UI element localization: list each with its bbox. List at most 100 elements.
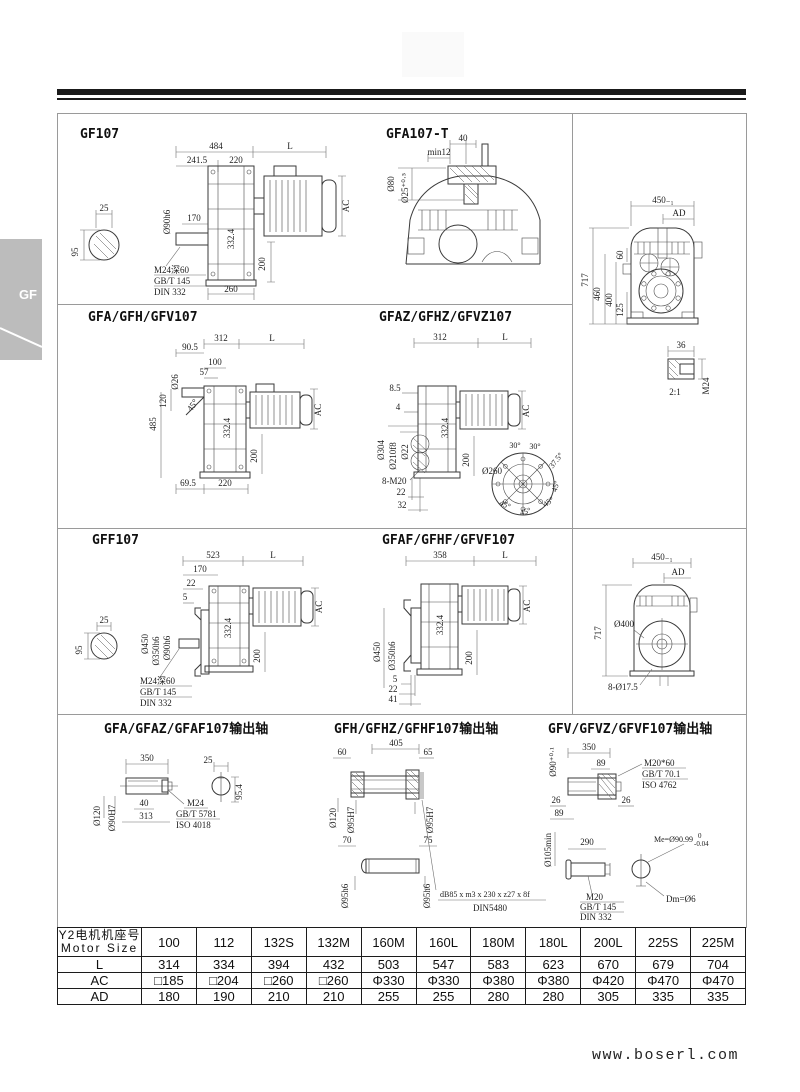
svg-text:Ø120: Ø120 <box>328 808 338 828</box>
spline-spec: dB85 x m3 x 230 x z27 x 8f <box>440 890 530 899</box>
svg-text:22: 22 <box>397 487 406 497</box>
svg-text:Ø95h6: Ø95h6 <box>340 883 350 908</box>
svg-text:DIN 332: DIN 332 <box>154 287 186 297</box>
panel-title: GFA/GFAZ/GFAF107输出轴 <box>104 721 268 737</box>
svg-text:260: 260 <box>224 284 238 294</box>
svg-text:25: 25 <box>204 755 214 765</box>
svg-text:200: 200 <box>464 651 474 665</box>
svg-text:200: 200 <box>257 257 267 271</box>
panel-title: GF107 <box>80 127 119 142</box>
ball-diameter: Dm=Ø6 <box>666 894 696 904</box>
svg-text:8.5: 8.5 <box>389 383 401 393</box>
svg-text:100: 100 <box>208 357 222 367</box>
svg-text:717: 717 <box>593 626 603 640</box>
panel-title: GFV/GFVZ/GFVF107输出轴 <box>548 721 712 737</box>
bolt-callout: 8-M20 <box>382 476 407 486</box>
svg-text:GB/T 70.1: GB/T 70.1 <box>642 769 680 779</box>
svg-text:Ø90h6: Ø90h6 <box>162 209 172 234</box>
svg-text:45°: 45° <box>185 397 201 413</box>
svg-text:450₋₁: 450₋₁ <box>652 195 673 205</box>
svg-text:26: 26 <box>622 795 632 805</box>
panel-title: GFF107 <box>92 533 139 548</box>
svg-text:57: 57 <box>200 367 210 377</box>
svg-text:L: L <box>502 550 508 560</box>
detail-scale: 2:1 <box>669 387 681 397</box>
svg-text:0: 0 <box>698 832 702 840</box>
svg-text:M20: M20 <box>586 892 604 902</box>
website-url: www.boserl.com <box>592 1047 740 1064</box>
svg-text:ISO 4762: ISO 4762 <box>642 780 677 790</box>
svg-text:312: 312 <box>433 332 447 342</box>
svg-text:200: 200 <box>252 649 262 663</box>
svg-text:Ø304: Ø304 <box>376 440 386 460</box>
svg-text:170: 170 <box>187 213 201 223</box>
svg-text:60: 60 <box>338 747 348 757</box>
motor-size-table: Y2电机机座号 Motor Size 100 112 132S 132M 160… <box>57 927 746 1005</box>
svg-text:ISO 4018: ISO 4018 <box>176 820 211 830</box>
svg-text:41: 41 <box>389 694 398 704</box>
svg-text:312: 312 <box>214 333 228 343</box>
svg-text:Ø120: Ø120 <box>92 806 102 826</box>
svg-text:241.5: 241.5 <box>187 155 208 165</box>
svg-text:170: 170 <box>193 564 207 574</box>
svg-text:25: 25 <box>100 203 110 213</box>
grid-line-h3 <box>58 714 746 715</box>
svg-text:523: 523 <box>206 550 220 560</box>
grid-line-h1 <box>58 304 572 305</box>
svg-text:717: 717 <box>580 273 590 287</box>
svg-text:460: 460 <box>592 287 602 301</box>
table-header-row: Y2电机机座号 Motor Size 100 112 132S 132M 160… <box>57 927 746 957</box>
svg-text:GB/T 145: GB/T 145 <box>140 687 177 697</box>
sidebar-tab-gf: GF <box>0 239 42 360</box>
drawing-gfa107t: GFA107-T 40 min12 Ø80 Ø25⁺⁰·⁵ <box>386 127 541 265</box>
svg-text:Ø90H7: Ø90H7 <box>107 804 117 831</box>
svg-text:95: 95 <box>70 247 80 257</box>
svg-text:4: 4 <box>396 402 401 412</box>
svg-text:70: 70 <box>343 835 353 845</box>
svg-text:200: 200 <box>249 449 259 463</box>
svg-text:450₋₁: 450₋₁ <box>651 552 672 562</box>
drawing-side-view-top: 450₋₁ AD 717 460 400 <box>580 195 711 397</box>
svg-text:Ø26: Ø26 <box>170 374 180 390</box>
svg-text:AC: AC <box>341 200 351 213</box>
panel-title: GFH/GFHZ/GFHF107输出轴 <box>334 721 498 737</box>
svg-text:95.4: 95.4 <box>234 784 244 800</box>
svg-text:332.4: 332.4 <box>222 417 232 438</box>
panel-title: GFA107-T <box>386 127 449 142</box>
svg-text:Ø450: Ø450 <box>372 642 382 662</box>
svg-text:120: 120 <box>158 394 168 408</box>
drawing-gf107: GF107 484 L 241.5 220 25 95 Ø90h6 170 33… <box>70 127 351 300</box>
svg-text:200: 200 <box>461 453 471 467</box>
svg-text:Ø95H7: Ø95H7 <box>346 806 356 833</box>
svg-text:AD: AD <box>673 208 686 218</box>
svg-text:65: 65 <box>424 747 434 757</box>
svg-text:30°: 30° <box>529 442 540 451</box>
svg-text:AC: AC <box>522 600 532 613</box>
svg-text:L: L <box>269 333 275 343</box>
svg-text:Ø95H7: Ø95H7 <box>425 806 435 833</box>
svg-text:36: 36 <box>677 340 687 350</box>
svg-text:L: L <box>270 550 276 560</box>
svg-text:40: 40 <box>459 133 469 143</box>
svg-text:350: 350 <box>140 753 154 763</box>
svg-text:AC: AC <box>314 601 324 614</box>
svg-text:DIN 332: DIN 332 <box>580 912 612 922</box>
svg-text:26: 26 <box>552 795 562 805</box>
svg-text:Ø25⁺⁰·⁵: Ø25⁺⁰·⁵ <box>400 173 410 203</box>
grid-line-h2 <box>58 528 746 529</box>
svg-text:89: 89 <box>597 758 607 768</box>
svg-text:5: 5 <box>183 592 188 602</box>
svg-text:22: 22 <box>389 684 398 694</box>
svg-text:484: 484 <box>209 141 223 151</box>
shaft-thread-note: M24深60 <box>154 265 190 275</box>
svg-text:332.4: 332.4 <box>435 614 445 635</box>
panel-title: GFAF/GFHF/GFVF107 <box>382 533 515 548</box>
measure-over-balls: Me=Ø90.99 <box>654 835 693 844</box>
spline-standard: DIN5480 <box>473 903 507 913</box>
svg-text:DIN 332: DIN 332 <box>140 698 172 708</box>
svg-text:90.5: 90.5 <box>182 342 198 352</box>
bolt-callout: 8-Ø17.5 <box>608 682 638 692</box>
table-header-motor-size: Y2电机机座号 Motor Size <box>57 927 142 957</box>
header-rule-thin <box>57 98 746 100</box>
svg-text:95: 95 <box>74 645 84 655</box>
